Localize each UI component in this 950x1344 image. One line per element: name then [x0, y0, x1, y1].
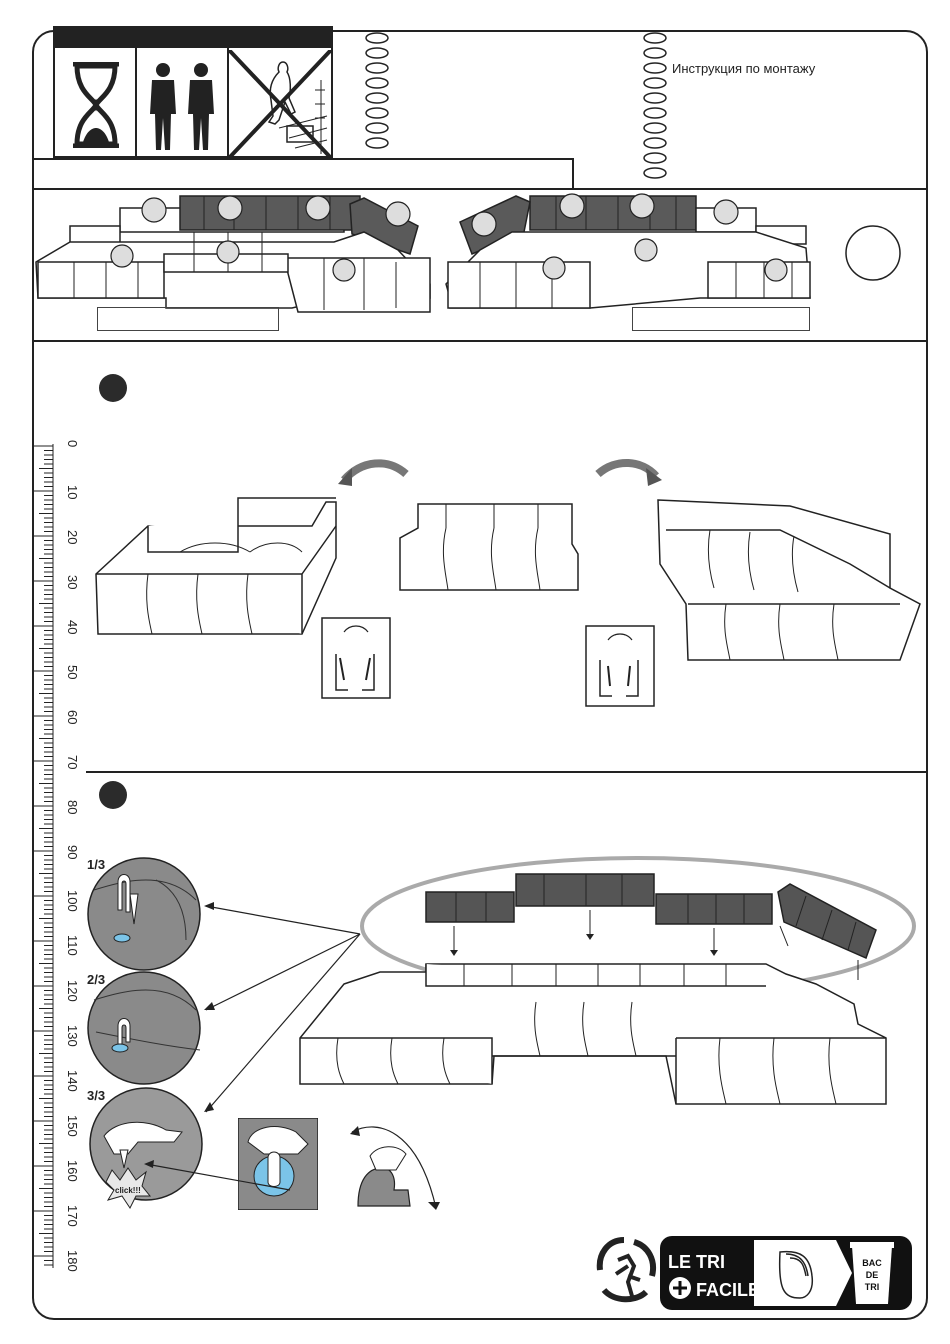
- variant-label-right: [632, 307, 810, 331]
- ruler-label: 50: [65, 665, 80, 679]
- icon-strip: [53, 26, 333, 158]
- ruler-label: 100: [65, 890, 80, 912]
- variant-marker-circle: [844, 224, 902, 282]
- ruler-label: 80: [65, 800, 80, 814]
- ruler-label: 180: [65, 1250, 80, 1272]
- hourglass-icon: [69, 62, 123, 148]
- header-rule: [32, 158, 572, 160]
- ruler-label: 60: [65, 710, 80, 724]
- step1-illustration: [90, 454, 930, 710]
- eco-line2: FACILE: [696, 1280, 760, 1300]
- ruler-label: 90: [65, 845, 80, 859]
- ruler-label: 70: [65, 755, 80, 769]
- ruler-label: 0: [65, 440, 80, 447]
- ruler-label: 170: [65, 1205, 80, 1227]
- ruler-label: 150: [65, 1115, 80, 1137]
- step-1-marker: [99, 374, 127, 402]
- eco-line1: LE TRI: [668, 1252, 725, 1272]
- triman-recycling-icon: [594, 1236, 658, 1304]
- ruler-label: 40: [65, 620, 80, 634]
- measuring-ruler: [30, 444, 54, 1268]
- le-tri-facile-logo: LE TRI FACILE BAC DE TRI: [660, 1236, 912, 1310]
- ruler-label: 160: [65, 1160, 80, 1182]
- ruler-label: 120: [65, 980, 80, 1002]
- variant-label-left: [97, 307, 279, 331]
- ruler-label: 130: [65, 1025, 80, 1047]
- ruler-label: 20: [65, 530, 80, 544]
- click-label: click!!!: [115, 1186, 141, 1195]
- step2-sofa-assembly: [296, 856, 926, 1124]
- ruler-label: 30: [65, 575, 80, 589]
- no-step-on-icon: [229, 50, 331, 158]
- binding-holes-left: [364, 32, 390, 156]
- bin-line2: DE: [866, 1270, 879, 1280]
- document-title: Инструкция по монтажу: [672, 61, 815, 76]
- bin-line3: TRI: [865, 1282, 880, 1292]
- bin-line1: BAC: [862, 1258, 882, 1268]
- ruler-label: 110: [65, 935, 80, 956]
- ruler-label: 140: [65, 1070, 80, 1092]
- binding-holes-right: [642, 32, 668, 188]
- two-persons-icon: [143, 62, 223, 152]
- ruler-label: 10: [65, 485, 80, 499]
- step-2-marker: [99, 781, 127, 809]
